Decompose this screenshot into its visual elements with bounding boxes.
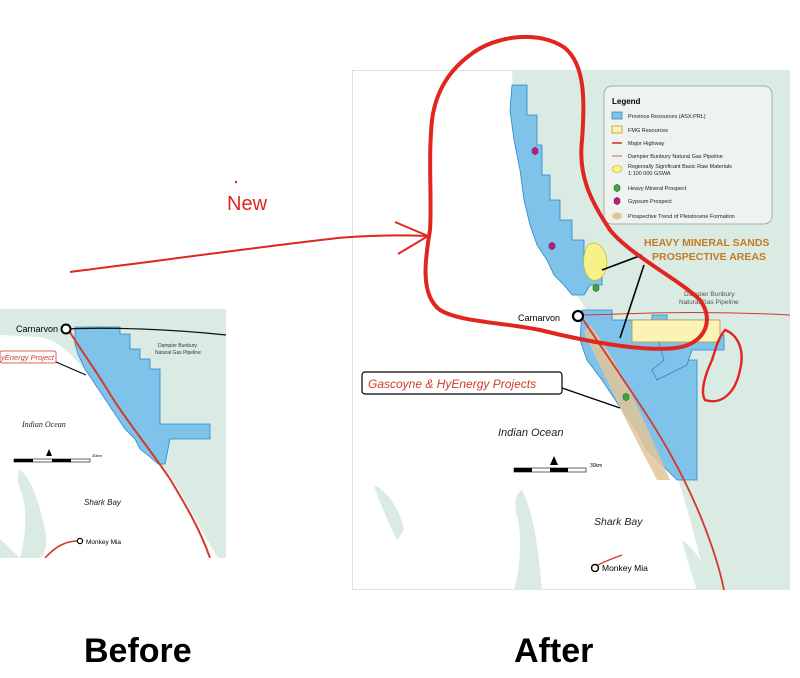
before-monkey-mia-label: Monkey Mia <box>86 539 121 546</box>
after-carnarvon-marker <box>571 309 585 323</box>
before-caption: Before <box>84 632 192 670</box>
after-bay-label: Shark Bay <box>594 516 643 528</box>
before-pipeline <box>65 327 226 336</box>
after-map: Carnarvon HEAVY MINERAL SANDS PROSPECTIV… <box>352 70 790 590</box>
before-monkey-mia-marker <box>76 537 84 545</box>
legend-symbol-raw-materials <box>611 165 623 173</box>
legend-item-gypsum: Gypsum Prospect <box>628 199 672 205</box>
after-legend: Legend Province Resources (ASX:PRL) FMG … <box>603 85 773 225</box>
legend-item-pipeline: Dampier Bunbury Natural Gas Pipeline <box>628 154 723 160</box>
after-pipeline-label-2: Natural Gas Pipeline <box>679 299 739 306</box>
before-island <box>0 539 20 558</box>
after-scale-bar: 30km <box>513 456 602 473</box>
svg-text:30km: 30km <box>92 453 102 458</box>
before-carnarvon-marker <box>60 323 72 335</box>
legend-item-hm: Heavy Mineral Prospect <box>628 186 687 192</box>
svg-text:30km: 30km <box>590 463 602 469</box>
after-peninsula <box>514 490 542 590</box>
after-project-label: Gascoyne & HyEnergy Projects <box>368 377 536 391</box>
legend-symbol-trend <box>612 212 622 220</box>
legend-item-fmg: FMG Resources <box>628 128 668 134</box>
after-hms-label-2: PROSPECTIVE AREAS <box>652 251 766 263</box>
after-project-label-box <box>361 371 563 395</box>
before-ocean-label: Indian Ocean <box>21 420 66 429</box>
before-scale-bar: 30km <box>13 449 102 463</box>
before-peninsula <box>17 469 47 558</box>
after-gypsum-prospect-2 <box>548 241 556 251</box>
after-pleistocene-trend <box>584 325 670 480</box>
before-bay-label: Shark Bay <box>84 498 122 507</box>
before-pipeline-label-2: Natural Gas Pipeline <box>155 350 201 356</box>
after-caption: After <box>514 632 594 670</box>
after-island <box>374 485 404 540</box>
new-label: New <box>227 193 268 215</box>
after-ocean-label: Indian Ocean <box>498 427 563 439</box>
before-pipeline-label-1: Dampier Bunbury <box>158 343 197 349</box>
legend-symbol-gypsum <box>613 196 621 206</box>
after-gypsum-prospect-1 <box>531 146 539 156</box>
new-arrow <box>69 234 429 273</box>
red-outline-north <box>423 34 709 351</box>
legend-symbol-fmg <box>611 125 623 134</box>
after-monkey-mia-marker <box>590 563 600 573</box>
legend-title: Legend <box>612 97 641 106</box>
legend-item-province: Province Resources (ASX:PRL) <box>628 114 706 120</box>
before-project-label: yEnergy Project <box>0 353 55 362</box>
before-tenement <box>74 326 211 465</box>
legend-item-trend: Prospective Trend of Pleistocene Formati… <box>628 214 735 220</box>
after-monkey-mia-label: Monkey Mia <box>602 563 648 573</box>
red-outline-east <box>701 328 743 403</box>
legend-item-highway: Major Highway <box>628 141 665 147</box>
before-highway <box>67 328 211 558</box>
before-carnarvon-label: Carnarvon <box>16 324 58 334</box>
after-hm-prospect-1 <box>592 283 600 293</box>
legend-symbol-hm <box>613 183 621 193</box>
before-map: Carnarvon yEnergy Project Dampier Bunbur… <box>0 309 226 558</box>
after-raw-materials <box>583 242 608 281</box>
before-mainland <box>0 309 226 558</box>
after-hm-prospect-2 <box>622 392 630 402</box>
legend-symbol-province <box>611 111 623 120</box>
legend-item-raw-materials-2: 1:100 000 GSWA <box>628 171 671 177</box>
legend-item-raw-materials: Regionally Significant Basic Raw Materia… <box>628 164 732 170</box>
after-carnarvon-label: Carnarvon <box>518 313 560 323</box>
after-pipeline-label-1: Dampier Bunbury <box>684 291 735 298</box>
after-hms-label-1: HEAVY MINERAL SANDS <box>644 237 769 249</box>
after-highway <box>579 314 725 590</box>
after-pipeline <box>579 312 790 316</box>
